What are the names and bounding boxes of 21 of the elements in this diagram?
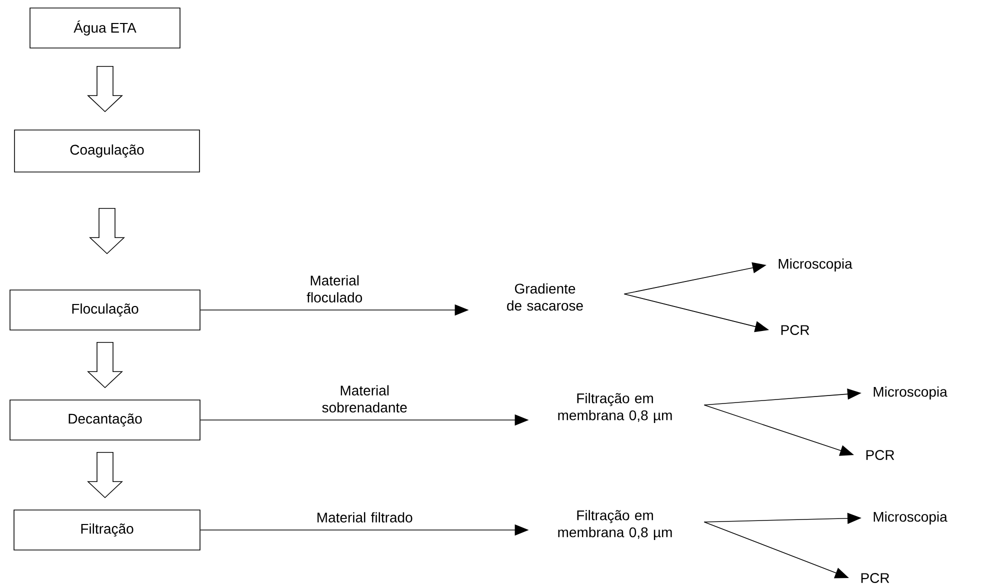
analysis-label: PCR: [861, 573, 890, 583]
process-box: Filtração: [14, 510, 200, 550]
block-arrow: [87, 452, 124, 498]
process-box: Água ETA: [30, 8, 180, 48]
edge-label: Material sobrenadante: [322, 385, 407, 412]
process-box: Decantação: [10, 400, 200, 440]
step-label: Filtração em membrana 0,8 µm: [558, 510, 672, 540]
block-arrow: [89, 208, 126, 254]
analysis-label: Microscopia: [778, 258, 852, 272]
step-label: Filtração em membrana 0,8 µm: [558, 392, 672, 424]
block-arrow: [87, 342, 124, 388]
analysis-label: PCR: [781, 325, 810, 335]
analysis-label: PCR: [866, 450, 894, 460]
analysis-label: Microscopia: [874, 386, 948, 400]
analysis-label: Microscopia: [874, 511, 948, 525]
block-arrow: [87, 66, 124, 112]
step-label: Gradiente de sacarose: [507, 283, 583, 311]
process-box: Floculação: [10, 290, 200, 330]
edge-label: Material floculado: [306, 275, 362, 302]
process-box: Coagulação: [14, 130, 200, 172]
edge-label: Material filtrado: [318, 512, 412, 522]
